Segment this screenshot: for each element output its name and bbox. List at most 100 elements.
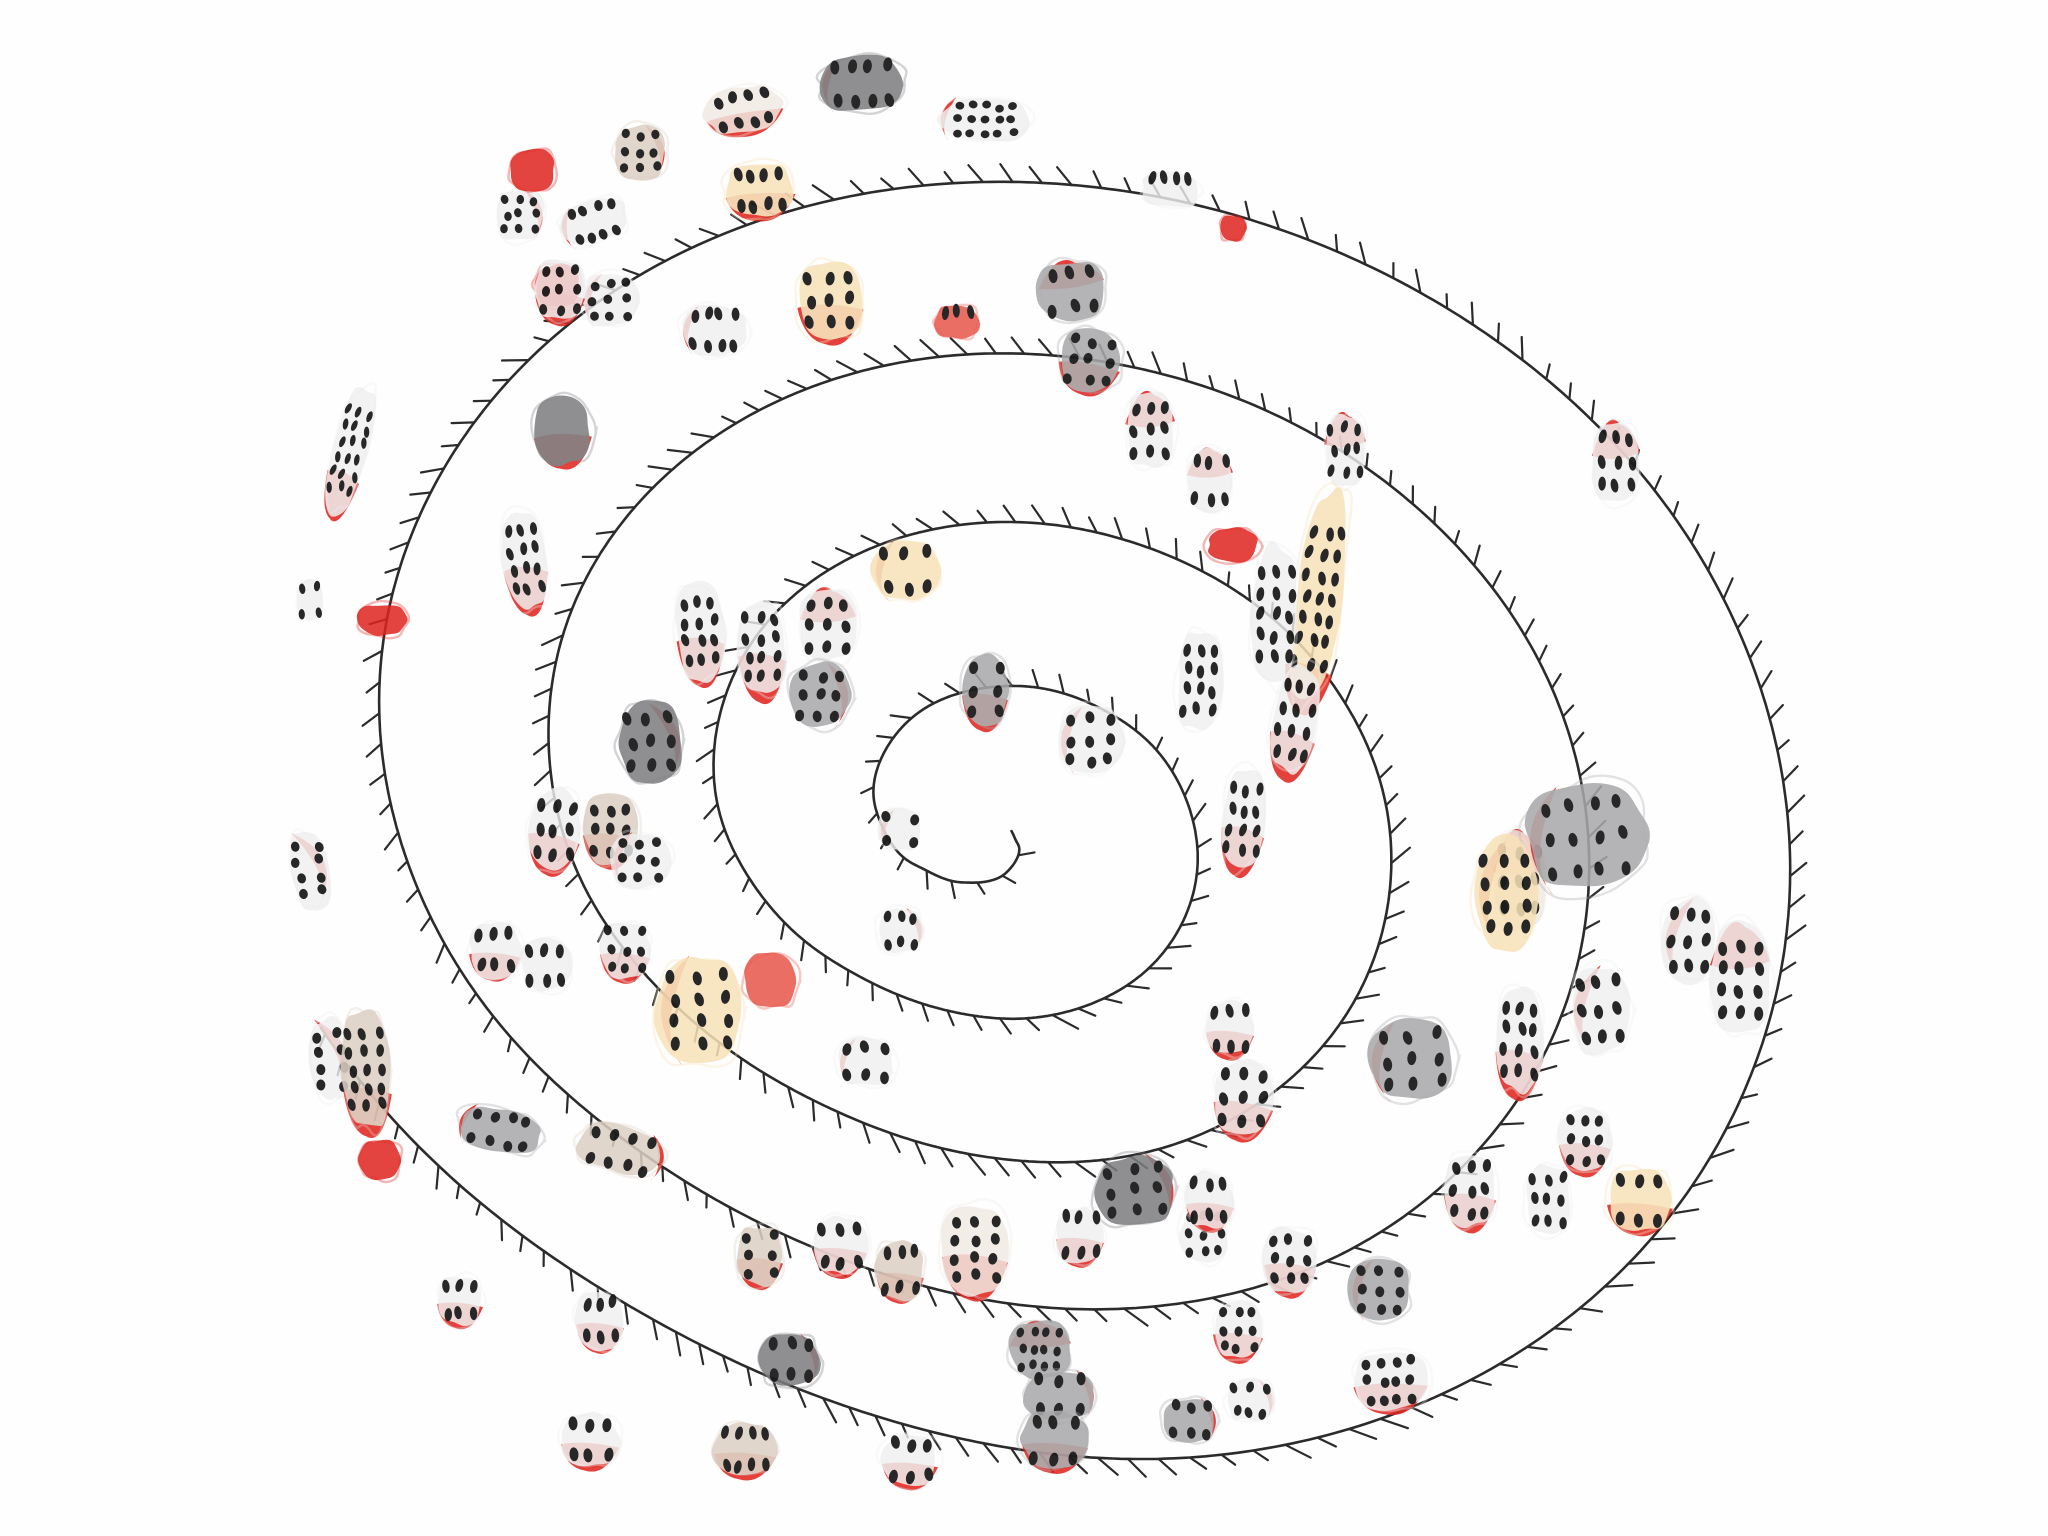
spiral-barb (784, 578, 807, 587)
house (609, 829, 676, 891)
house-wash-edge (873, 1240, 928, 1303)
window-dot (1611, 793, 1621, 808)
house (1347, 1255, 1413, 1326)
window-dot (993, 685, 1003, 698)
window-dot (1615, 1211, 1625, 1226)
house-roof (649, 1134, 664, 1182)
house-windows (1255, 564, 1297, 664)
house-body (460, 1106, 541, 1154)
window-dot (1378, 1030, 1389, 1045)
window-dot (1049, 1452, 1059, 1467)
window-dot (339, 436, 346, 448)
house-windows (733, 166, 787, 215)
window-dot (1590, 975, 1601, 989)
spiral-barb (1410, 1406, 1434, 1418)
window-dot (603, 294, 613, 304)
house-wash-edge (357, 1139, 404, 1184)
spiral-barb (661, 1165, 665, 1183)
house-wash-edge (1139, 170, 1205, 209)
window-dot (1528, 1173, 1536, 1186)
spiral-barb (455, 1183, 461, 1200)
window-dot (842, 1068, 852, 1082)
window-dot (1083, 352, 1093, 364)
window-dot (1356, 1265, 1366, 1276)
spiral-barb (1010, 336, 1026, 355)
window-dot (521, 1116, 531, 1128)
window-dot (633, 872, 643, 883)
spiral-barb (533, 769, 552, 787)
window-dot (1017, 1362, 1025, 1373)
spiral-barb (451, 968, 461, 984)
window-dot (653, 161, 662, 171)
spiral-barb (1578, 1307, 1603, 1313)
window-dot (606, 278, 616, 289)
house-windows (343, 1026, 387, 1112)
spiral-barb (376, 592, 394, 601)
window-dot (778, 197, 787, 212)
house-wash-edge (1015, 1409, 1089, 1472)
window-dot (1590, 796, 1600, 811)
spiral-barb (860, 534, 882, 546)
spiral-barb (1384, 792, 1399, 807)
window-dot (1062, 1208, 1071, 1223)
house-body (653, 957, 743, 1063)
window-dot (1618, 825, 1628, 839)
spiral-barb (1414, 268, 1422, 294)
window-dot (506, 959, 516, 973)
house-windows (1499, 1000, 1539, 1082)
house (733, 1221, 786, 1291)
house (1323, 410, 1369, 493)
window-dot (1132, 1203, 1142, 1216)
house (1211, 1058, 1280, 1143)
window-dot (1319, 659, 1329, 674)
house-body (1207, 527, 1258, 563)
house-wash-edge (1658, 893, 1722, 982)
window-dot (1303, 1255, 1312, 1267)
window-dot (1019, 1343, 1028, 1354)
window-dot (831, 690, 841, 702)
window-dot (353, 454, 360, 466)
window-dot (904, 582, 914, 597)
house-wash-edge (937, 1198, 1013, 1301)
window-dot (299, 583, 306, 595)
house-wash-edge (612, 829, 676, 891)
window-dot (1085, 735, 1095, 748)
window-dot (1700, 959, 1710, 974)
window-dot (1521, 876, 1531, 891)
window-dot (621, 128, 630, 139)
window-dot (1258, 1408, 1267, 1420)
window-dot (1593, 1005, 1604, 1019)
house-wash-edge (1469, 836, 1540, 952)
house-roof (459, 1103, 478, 1144)
window-dot (608, 961, 617, 972)
window-dot (1500, 1064, 1508, 1079)
window-dot (635, 149, 645, 159)
window-dot (910, 939, 919, 951)
window-dot (883, 1246, 892, 1261)
window-dot (907, 1439, 917, 1453)
spiral-barb (1538, 644, 1548, 663)
house (356, 599, 411, 640)
house-windows (1129, 401, 1170, 461)
window-dot (573, 283, 582, 295)
window-dot (1241, 1040, 1250, 1054)
house-body (1142, 171, 1199, 208)
spiral-barb (1353, 1246, 1372, 1254)
window-dot (669, 1013, 679, 1028)
spiral-barb (950, 879, 956, 900)
house-body (510, 148, 555, 192)
window-dot (1530, 1045, 1539, 1060)
window-dot (1199, 1230, 1208, 1241)
window-dot (1327, 464, 1335, 477)
window-dot (1635, 1174, 1645, 1189)
house-wash-edge (1266, 657, 1321, 772)
window-dot (1376, 1357, 1386, 1369)
window-dot (1437, 1072, 1447, 1087)
window-dot (845, 290, 855, 305)
window-dot (910, 1243, 919, 1258)
window-dot (342, 418, 349, 430)
spiral-barb (1344, 684, 1354, 705)
house-windows (1190, 453, 1230, 508)
window-dot (883, 57, 893, 72)
window-dot (455, 1278, 464, 1292)
